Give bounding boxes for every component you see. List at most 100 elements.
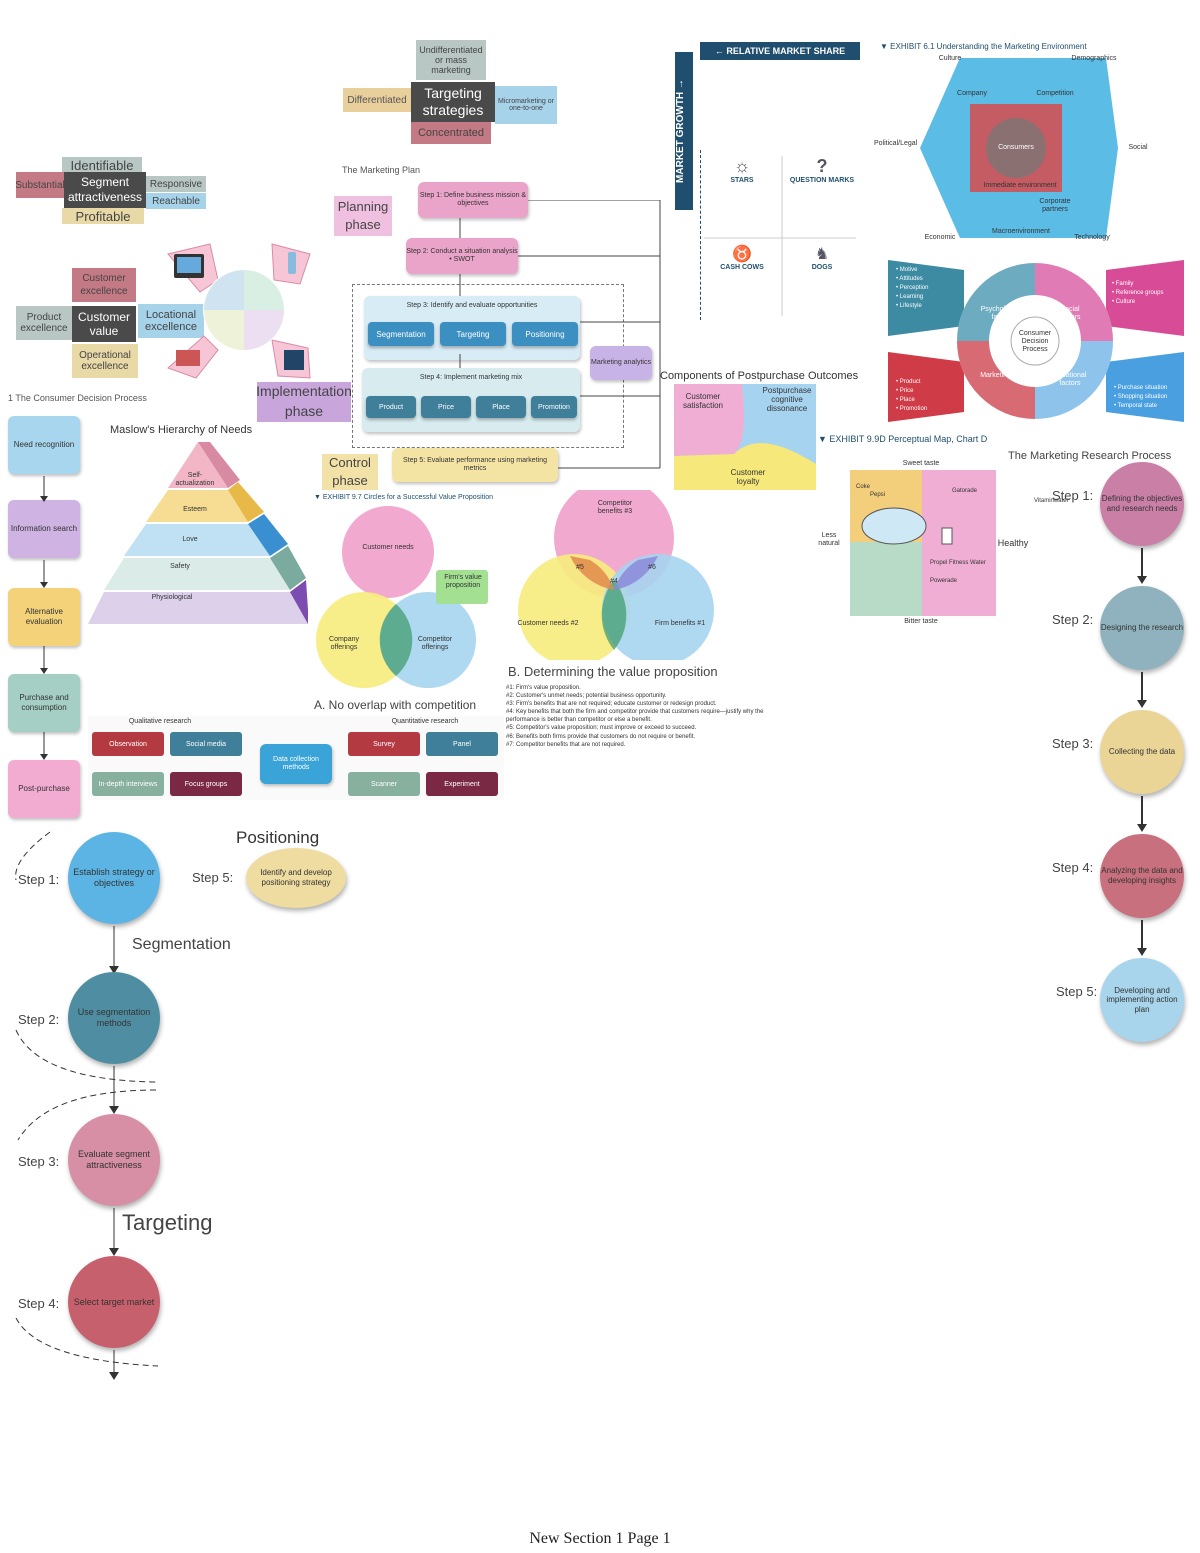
wheel-list-item: • Purchase situation [1114,385,1168,391]
targeting-micromarketing: Micromarketing or one-to-one [495,86,557,124]
relative-market-share-label: ← RELATIVE MARKET SHARE [700,42,860,60]
env-immediate: Immediate environment [983,182,1057,189]
value-prop-venn [518,490,714,660]
segment-profitable: Profitable [62,208,144,224]
value-prop-note: #3: Firm's benefits that are not require… [506,701,717,708]
qualitative-title: Qualitative research [128,718,192,725]
wheel-list-mix: • Product• Price• Place• Promotion [896,378,927,414]
exhibit-61-diagram [920,58,1118,238]
rm-social-media: Social media [170,732,242,756]
plan-connectors [459,200,661,469]
rm-center: Data collection methods [260,744,332,784]
cow-icon: ♉ [732,246,752,263]
stp-step5: Identify and develop positioning strateg… [246,848,346,908]
exhibit-61-title: ▼ EXHIBIT 6.1 Understanding the Marketin… [880,42,1087,51]
quantitative-title: Quantitative research [391,718,459,725]
env-company: Company [957,90,987,97]
env-culture: Culture [938,55,962,62]
rm-survey: Survey [348,732,420,756]
exhibit-99d-title: ▼ EXHIBIT 9.9D Perceptual Map, Chart D [818,434,988,444]
research-step-arrow [1141,548,1143,578]
wheel-center: Consumer Decision Process [1018,330,1052,354]
wheel-list-item: • Reference groups [1112,290,1164,296]
growth-matrix-grid [700,150,861,320]
stp-step-circle: Use segmentation methods [68,972,160,1064]
postpurchase-loyalty: Customer loyalty [730,468,766,487]
wheel-situational: Situational factors [1053,372,1087,388]
value-product-excellence: Product excellence [16,306,72,340]
decision-post-purchase: Post-purchase [8,760,80,818]
vp-customer-needs: Customer needs #2 [517,620,579,627]
quadrant-cash-cows: ♉ CASH COWS [705,244,779,320]
env-economic: Economic [924,234,956,241]
stp-step-circle: Select target market [68,1256,160,1348]
targeting-differentiated: Differentiated [343,88,411,112]
env-consumers: Consumers [998,144,1034,151]
value-prop-note: #6: Benefits both firms provide that cus… [506,733,696,740]
stp-step5-label: Step 5: [192,870,234,885]
pmap-healthy: Healthy [997,538,1029,548]
plan-metrics-box: Marketing analytics [590,346,652,380]
decision-need-recognition: Need recognition [8,416,80,474]
env-competition: Competition [1036,90,1074,97]
wheel-list-item: • Place [896,397,915,403]
plan-step-2: Step 2: Conduct a situation analysis • S… [406,238,518,274]
vp-region-6: #6 [648,564,656,571]
value-prop-caption: B. Determining the value proposition [508,664,718,679]
env-technology: Technology [1074,234,1110,241]
star-icon: ☼ [733,156,751,176]
targeting-center: Targeting strategies [411,82,495,122]
maslow-esteem: Esteem [183,506,207,513]
decision-purchase: Purchase and consumption [8,674,80,732]
plan-stp-positioning: Positioning [512,322,578,346]
wheel-social: Social factors [1059,306,1081,322]
question-icon: ? [816,156,828,176]
env-political: Political/Legal [874,140,918,147]
research-step-circle: Designing the research [1100,586,1184,670]
segment-reachable: Reachable [146,193,206,209]
vp-firm-benefits: Firm benefits #1 [654,620,706,627]
postpurchase-diagram [674,384,816,490]
wheel-list-item: • Promotion [896,406,928,412]
rm-focus-groups: Focus groups [170,772,242,796]
value-prop-note: #5: Competitor's value proposition; must… [506,725,697,732]
plan-step-5: Step 5: Evaluate performance using marke… [392,448,558,482]
plan-mix-product: Product [366,396,416,418]
quadrant-question-marks: ? QUESTION MARKS [785,156,859,236]
page-footer: New Section 1 Page 1 [529,1530,671,1547]
research-step-arrowhead [1137,948,1147,956]
research-step-arrowhead [1137,824,1147,832]
rm-scanner: Scanner [348,772,420,796]
segment-responsive: Responsive [146,176,206,192]
research-step-arrow [1141,672,1143,702]
postpurchase-satisfaction: Customer satisfaction [682,392,724,411]
decision-alternative-evaluation: Alternative evaluation [8,588,80,646]
value-operational-excellence: Operational excellence [72,344,138,378]
plan-step-1: Step 1: Define business mission & object… [418,182,528,218]
plan-mix-place: Place [476,396,526,418]
research-step-circle: Analyzing the data and developing insigh… [1100,834,1184,918]
perceptual-map [850,470,996,616]
research-process-title: The Marketing Research Process [1008,450,1172,462]
exhibit-97-title: ▼ EXHIBIT 9.7 Circles for a Successful V… [314,494,494,501]
plan-stp-segmentation: Segmentation [368,322,434,346]
wheel-list-item: • Temporal state [1114,403,1158,409]
research-step-arrowhead [1137,700,1147,708]
wheel-psychological: Psychological factors [980,306,1024,322]
value-locational-excellence: Locational excellence [138,304,204,338]
rm-panel: Panel [426,732,498,756]
env-demographics: Demographics [1071,55,1117,62]
env-social: Social [1128,144,1148,151]
consumer-factor-wheel [888,260,1184,422]
maslow-love: Love [182,536,198,543]
dog-icon: ♞ [814,246,830,263]
value-customer-excellence: Customer excellence [72,268,136,302]
segmentation-label: Segmentation [132,936,231,953]
market-growth-label [675,52,693,210]
segment-center: Segment attractiveness [64,172,146,208]
venn-a-competitor: Competitor offerings [417,636,453,652]
postpurchase-dissonance: Postpurchase cognitive dissonance [762,386,812,414]
pmap-pepsi: Pepsi [870,492,886,498]
env-corporate-partners: Corporate partners [1039,198,1071,214]
